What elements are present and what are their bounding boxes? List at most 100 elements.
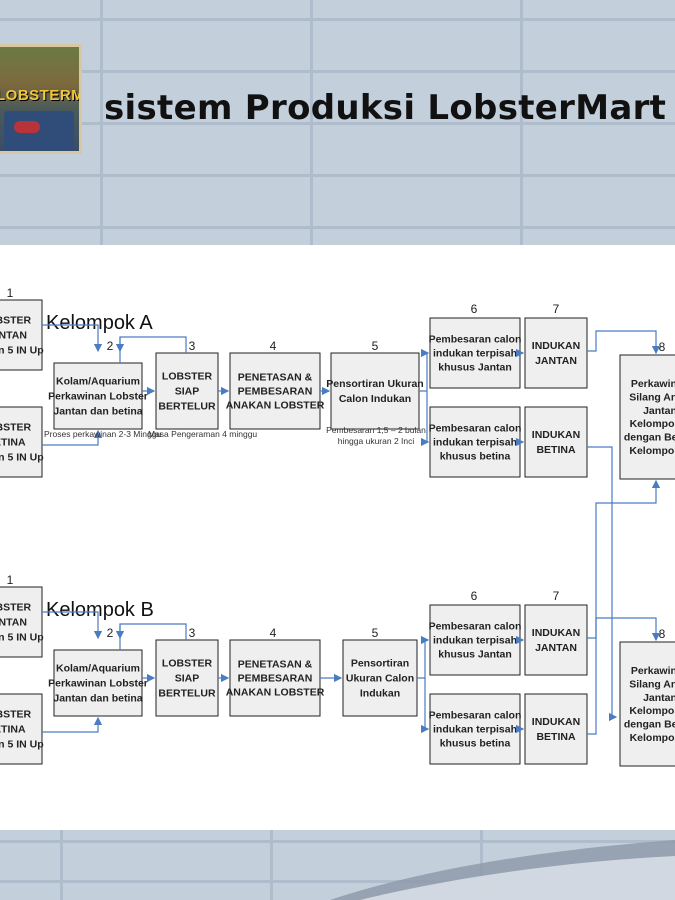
slide-title: sistem Produksi LobsterMart — [104, 88, 667, 128]
group-label: Kelompok B — [46, 599, 154, 621]
flow-arrow — [42, 429, 103, 446]
brood-female-box-line: INDUKAN — [532, 429, 580, 441]
crossbreed-box-line: Kelompok B — [629, 705, 675, 717]
step-number-1: 1 — [7, 286, 14, 300]
male-parent-box-line: Ukuran 5 IN Up — [0, 344, 44, 356]
step-number-4: 4 — [270, 339, 277, 353]
brood-female-box-line: BETINA — [536, 731, 576, 743]
hatching-box-line: ANAKAN LOBSTER — [226, 687, 325, 699]
female-parent-box-line: LOBSTER — [0, 709, 31, 721]
sorting-box-line: Ukuran Calon — [346, 673, 414, 685]
flow-arrow — [420, 391, 430, 447]
flow-arrow — [417, 635, 430, 679]
footer-swoosh — [330, 840, 675, 900]
step-number-7: 7 — [553, 302, 560, 316]
crossbreed-box-line: Silang Antar — [629, 678, 675, 690]
brood-female-box: INDUKAN BETINA — [524, 406, 588, 478]
male-parent-box: LOBSTERJANTANUkuran 5 IN Up — [0, 299, 44, 371]
hatching-box-line: PENETASAN & — [238, 658, 313, 670]
crossbreed-box-line: Kelompok A — [630, 732, 675, 744]
hatching-box-line: PEMBESARAN — [238, 673, 313, 685]
brood-male-box-line: JANTAN — [535, 355, 577, 367]
male-parent-box-rect — [0, 299, 43, 371]
male-parent-box-line: LOBSTER — [0, 315, 31, 327]
sorting-box-line: Pensortiran Ukuran — [326, 378, 423, 390]
ready-to-breed-box-line: LOBSTER — [162, 371, 213, 383]
grow-male-box-line: indukan terpisah — [433, 348, 517, 360]
brick-wall-background — [0, 0, 675, 245]
grow-female-box-line: Pembesaran calon — [429, 422, 522, 434]
mating-pond-box-line: Perkawinan Lobster — [48, 678, 148, 690]
flow-arrow — [587, 479, 661, 735]
hatching-box-rect — [229, 352, 321, 430]
hatching-box-line: ANAKAN LOBSTER — [226, 400, 325, 412]
ready-to-breed-box-rect — [155, 639, 219, 717]
step-number-6: 6 — [471, 589, 478, 603]
step-number-1: 1 — [7, 573, 14, 587]
sorting-box-line: Calon Indukan — [339, 393, 411, 405]
crossbreed-box-line: Perkawinan — [631, 378, 675, 390]
note-rearing-2: hingga ukuran 2 Inci — [338, 436, 415, 446]
crossbreed-box-rect — [619, 354, 675, 480]
brood-male-box: INDUKAN JANTAN — [524, 604, 588, 676]
ready-to-breed-box-line: BERTELUR — [158, 687, 216, 699]
mating-pond-box-line: Jantan dan betina — [53, 405, 142, 417]
brood-male-box-line: INDUKAN — [532, 627, 580, 639]
step-number-4: 4 — [270, 626, 277, 640]
grow-female-box-line: khusus betina — [440, 451, 511, 463]
female-parent-box-rect — [0, 693, 43, 765]
mating-pond-box-rect — [53, 649, 143, 717]
mating-pond-box-rect — [53, 362, 143, 430]
female-parent-box-line: Ukuran 5 IN Up — [0, 451, 44, 463]
female-parent-box-line: BETINA — [0, 724, 26, 736]
female-parent-box-line: BETINA — [0, 437, 26, 449]
flow-arrow — [587, 617, 661, 642]
grow-female-box-line: indukan terpisah — [433, 724, 517, 736]
female-parent-box-line: Ukuran 5 IN Up — [0, 738, 44, 750]
mating-pond-box-line: Kolam/Aquarium — [56, 376, 140, 388]
sorting-box-line: Pensortiran — [351, 658, 409, 670]
male-parent-box: LOBSTERJANTANUkuran 5 IN Up — [0, 586, 44, 658]
crossbreed-box-line: dengan Betina — [624, 719, 675, 731]
mating-pond-box-line: Perkawinan Lobster — [48, 391, 148, 403]
crossbreed-box: PerkawinanSilang AntarJantanKelompok Ade… — [619, 354, 675, 480]
logo-text: LOBSTERMART — [0, 87, 82, 104]
ready-to-breed-box-line: SIAP — [175, 386, 200, 398]
flow-arrow — [587, 330, 661, 355]
note-rearing-1: Pembesaran 1,5 – 2 bulan — [326, 425, 426, 435]
female-parent-box: LOBSTERBETINAUkuran 5 IN Up — [0, 406, 44, 478]
brood-female-box-rect — [524, 693, 588, 765]
step-number-5: 5 — [372, 626, 379, 640]
hatching-box-line: PENETASAN & — [238, 371, 313, 383]
crossbreed-box-line: Perkawinan — [631, 665, 675, 677]
note-mating: Proses perkawinan 2-3 Minggu — [44, 429, 161, 439]
step-number-3: 3 — [189, 626, 196, 640]
grow-male-box-line: Pembesaran calon — [429, 620, 522, 632]
brood-male-box-line: JANTAN — [535, 642, 577, 654]
step-number-6: 6 — [471, 302, 478, 316]
flow-arrow — [42, 324, 103, 353]
mating-pond-box-line: Jantan dan betina — [53, 692, 142, 704]
brood-female-box-line: BETINA — [536, 444, 576, 456]
crossbreed-box-line: Jantan — [643, 405, 675, 417]
grow-male-box-line: indukan terpisah — [433, 635, 517, 647]
grow-male-box-line: khusus Jantan — [438, 362, 512, 374]
ready-to-breed-box-line: LOBSTER — [162, 658, 213, 670]
grow-female-box-rect — [429, 693, 521, 765]
flow-arrow — [587, 446, 618, 722]
step-number-2: 2 — [107, 626, 114, 640]
male-parent-box-rect — [0, 586, 43, 658]
crossbreed-box: PerkawinanSilang AntarJantanKelompok Bde… — [619, 641, 675, 767]
